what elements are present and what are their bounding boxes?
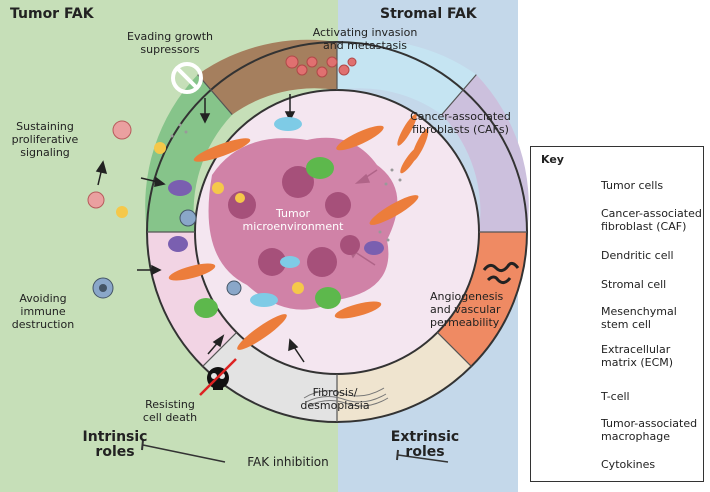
fibrosis-ecm-icon (303, 387, 389, 407)
label-resisting: Resisting cell death (142, 398, 198, 424)
segment-evading (197, 39, 337, 115)
segment-activating (337, 39, 477, 115)
extrinsic-roles-label: Extrinsic roles (390, 429, 460, 460)
stromal-center (168, 180, 384, 255)
tumor-microenvironment-label: Tumor microenvironment (242, 207, 344, 233)
caf-cells-center (168, 125, 419, 350)
tumor-fak-header: Tumor FAK (10, 6, 94, 22)
key-label-tumor-cells: Tumor cells (601, 179, 664, 192)
segment-avoiding (146, 232, 237, 367)
label-angio: Angiogenesis and vascular permeability (430, 290, 504, 329)
label-sustaining: Sustaining proliferative signaling (11, 120, 79, 159)
stromal-fak-header: Stromal FAK (380, 6, 477, 22)
segment-fibrosis (337, 332, 472, 422)
segment-angio (437, 232, 528, 367)
dendritic-center (154, 142, 304, 294)
metastasis-cells-icon (285, 55, 357, 78)
segment-caf (441, 74, 529, 232)
intrinsic-roles-label: Intrinsic roles (82, 429, 148, 460)
tumor-mass (208, 137, 398, 310)
label-evading: Evading growth supressors (127, 30, 213, 56)
label-caf: Cancer-associated fibroblasts (CAFs) (410, 110, 511, 136)
skull-icon (199, 358, 237, 396)
key-label-msc: Mesenchymal stem cell (601, 305, 677, 331)
caf-segment-icon (397, 114, 429, 174)
t-cells-center (179, 209, 242, 296)
inhibition-lines (141, 439, 449, 463)
label-activating: Activating invasion and metastasis (312, 26, 418, 52)
dendritic-segment-icon (116, 206, 128, 218)
no-entry-icon (171, 62, 203, 94)
key-label-dendritic: Dendritic cell (601, 249, 674, 262)
key-label-t-cell: T-cell (601, 390, 630, 403)
vessel-icon (482, 261, 520, 285)
t-cell-segment-icon (92, 277, 114, 299)
key-label-stromal: Stromal cell (601, 278, 667, 291)
key-title: Key (541, 153, 564, 166)
label-avoiding: Avoiding immune destruction (11, 292, 75, 331)
label-fibrosis: Fibrosis/ desmoplasia (300, 386, 370, 412)
tumor-cells-segment-icon (87, 120, 132, 209)
msc-center (250, 117, 302, 307)
segment-sustaining (145, 74, 233, 232)
key-label-macrophage: Tumor-associated macrophage (601, 417, 698, 443)
segment-resisting (202, 332, 337, 422)
key-label-caf: Cancer-associated fibroblast (CAF) (601, 207, 702, 233)
key-label-ecm: Extracellular matrix (ECM) (601, 343, 674, 369)
key-legend: Key Tumor cells Cancer-associated fibrob… (530, 146, 704, 482)
macrophages-center (194, 157, 341, 318)
fak-inhibition-label: FAK inhibition (247, 455, 329, 469)
cytokines-center (170, 123, 402, 242)
key-label-cytokines: Cytokines (601, 458, 656, 471)
